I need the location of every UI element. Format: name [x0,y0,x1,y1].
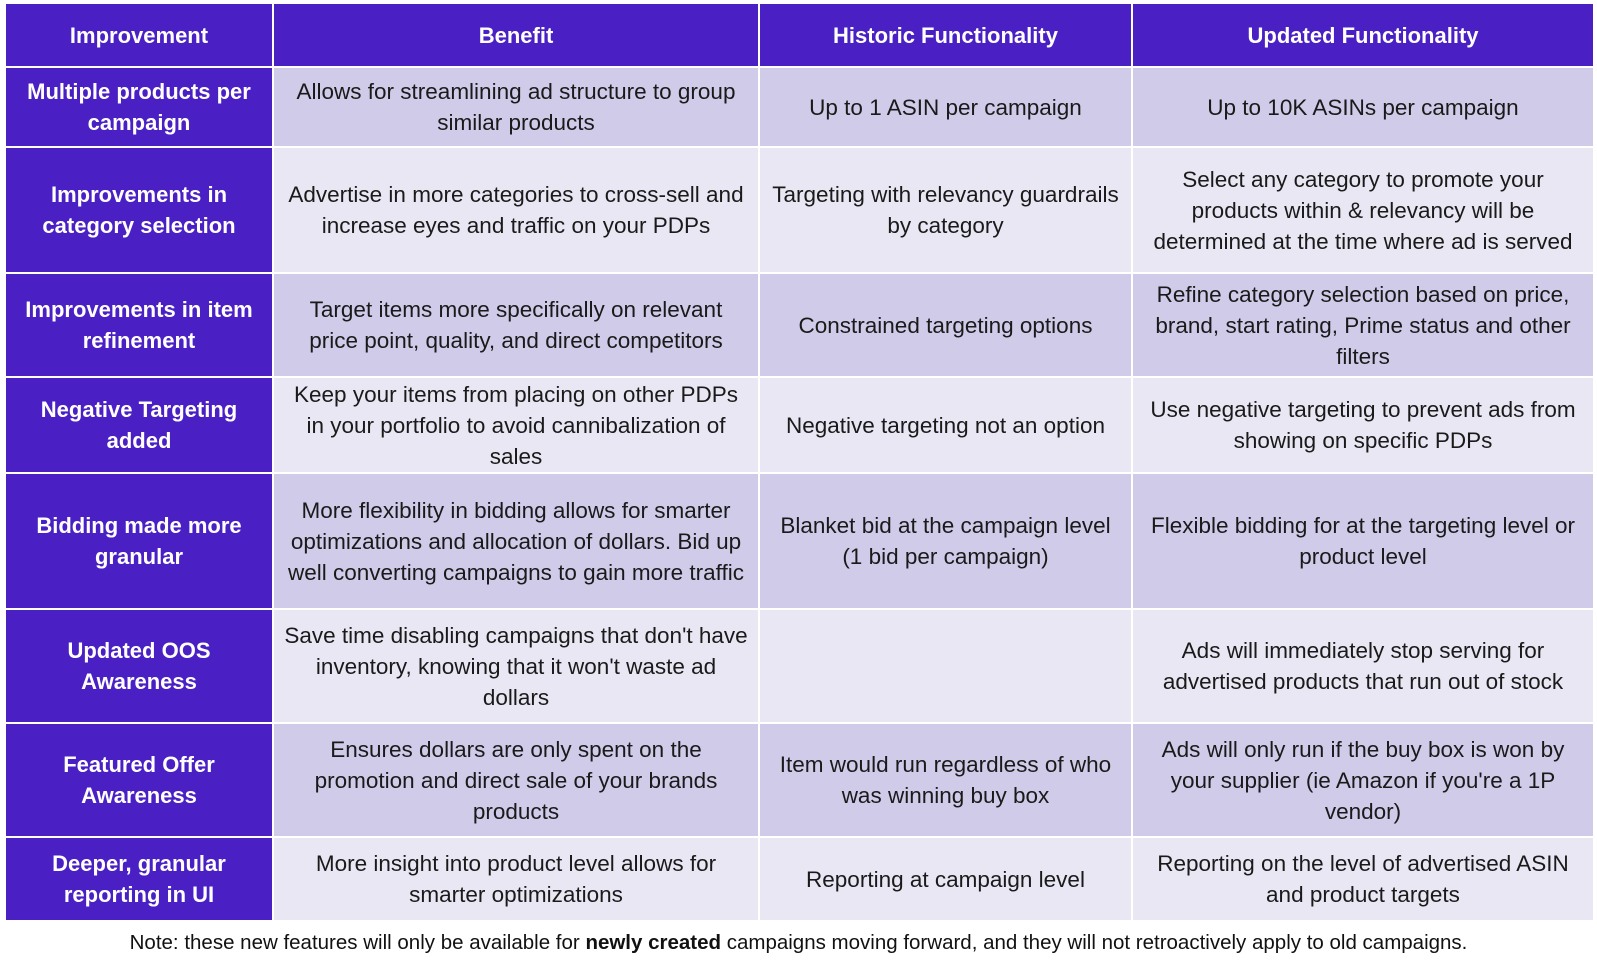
improvement-cell: Featured Offer Awareness [4,722,274,838]
benefit-cell: Keep your items from placing on other PD… [272,376,760,474]
table-row: Improvements in category selection Adver… [4,146,1595,274]
historic-cell: Constrained targeting options [758,272,1133,378]
footnote-prefix: Note: these new features will only be av… [129,931,586,954]
footnote: Note: these new features will only be av… [0,930,1597,956]
improvement-cell: Deeper, granular reporting in UI [4,836,274,922]
benefit-cell: More insight into product level allows f… [272,836,760,922]
table-row: Improvements in item refinement Target i… [4,272,1595,378]
header-improvement: Improvement [4,2,274,68]
updated-cell: Reporting on the level of advertised ASI… [1131,836,1595,922]
table-row: Deeper, granular reporting in UI More in… [4,836,1595,922]
historic-cell: Targeting with relevancy guardrails by c… [758,146,1133,274]
header-historic-functionality: Historic Functionality [758,2,1133,68]
improvement-cell: Improvements in item refinement [4,272,274,378]
benefit-cell: Save time disabling campaigns that don't… [272,608,760,724]
footnote-suffix: campaigns moving forward, and they will … [721,931,1468,954]
historic-cell: Item would run regardless of who was win… [758,722,1133,838]
historic-cell: Up to 1 ASIN per campaign [758,66,1133,148]
historic-cell: Reporting at campaign level [758,836,1133,922]
historic-cell: Blanket bid at the campaign level (1 bid… [758,472,1133,610]
benefit-cell: Allows for streamlining ad structure to … [272,66,760,148]
comparison-table: Improvement Benefit Historic Functionali… [4,2,1595,922]
updated-cell: Select any category to promote your prod… [1131,146,1595,274]
historic-cell: Negative targeting not an option [758,376,1133,474]
updated-cell: Flexible bidding for at the targeting le… [1131,472,1595,610]
updated-cell: Ads will only run if the buy box is won … [1131,722,1595,838]
improvement-cell: Multiple products per campaign [4,66,274,148]
table-row: Featured Offer Awareness Ensures dollars… [4,722,1595,838]
historic-cell [758,608,1133,724]
table-row: Updated OOS Awareness Save time disablin… [4,608,1595,724]
updated-cell: Refine category selection based on price… [1131,272,1595,378]
footnote-emphasis: newly created [585,931,722,954]
table-row: Multiple products per campaign Allows fo… [4,66,1595,148]
header-row: Improvement Benefit Historic Functionali… [4,2,1595,68]
table-row: Negative Targeting added Keep your items… [4,376,1595,474]
improvement-cell: Negative Targeting added [4,376,274,474]
header-benefit: Benefit [272,2,760,68]
improvement-cell: Improvements in category selection [4,146,274,274]
benefit-cell: Target items more specifically on releva… [272,272,760,378]
improvement-cell: Updated OOS Awareness [4,608,274,724]
updated-cell: Up to 10K ASINs per campaign [1131,66,1595,148]
updated-cell: Ads will immediately stop serving for ad… [1131,608,1595,724]
updated-cell: Use negative targeting to prevent ads fr… [1131,376,1595,474]
table-row: Bidding made more granular More flexibil… [4,472,1595,610]
benefit-cell: Advertise in more categories to cross-se… [272,146,760,274]
benefit-cell: More flexibility in bidding allows for s… [272,472,760,610]
header-updated-functionality: Updated Functionality [1131,2,1595,68]
improvement-cell: Bidding made more granular [4,472,274,610]
benefit-cell: Ensures dollars are only spent on the pr… [272,722,760,838]
